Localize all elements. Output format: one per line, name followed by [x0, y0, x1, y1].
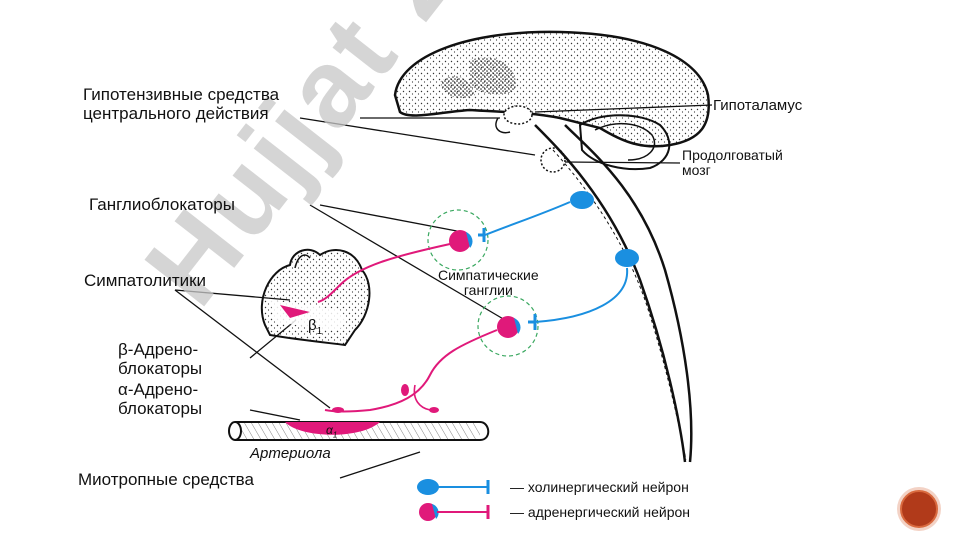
central-antihypertensives-line2: центрального действия [83, 104, 269, 123]
lower-ganglion-outline [477, 295, 539, 357]
ganglionic-blockers-label: Ганглиоблокаторы [89, 195, 235, 214]
beta-blockers-label: β-Адрено- блокаторы [118, 340, 202, 378]
arteriole [228, 421, 490, 441]
alpha-blockers-line1: α-Адрено- [118, 380, 199, 399]
central-antihypertensives-line1: Гипотензивные средства [83, 85, 280, 104]
alpha1-receptor-label: α1 [326, 424, 337, 439]
legend-adrenergic: — адренергический нейрон [510, 504, 691, 520]
alpha-blockers-line2: блокаторы [118, 399, 203, 418]
alpha-blockers-label: α-Адрено- блокаторы [118, 380, 202, 418]
brain [393, 30, 710, 463]
legend-symbols [417, 479, 490, 521]
medulla-line1: Продолговатый [682, 147, 783, 163]
sympathetic-ganglia-line2: ганглии [463, 282, 513, 298]
medulla-label: Продолговатый мозг [682, 148, 783, 178]
alpha1-symbol: α [326, 423, 333, 437]
beta-blockers-line2: блокаторы [118, 359, 203, 378]
sympatholytics-label: Симпатолитики [84, 271, 207, 290]
sympathetic-ganglia-label: Симпатические ганглии [438, 268, 539, 298]
heart [260, 248, 371, 347]
legend-cholinergic: — холинергический нейрон [510, 479, 689, 495]
arteriole-label: Артериола [250, 445, 331, 462]
adrenergic-neurons [317, 230, 521, 413]
central-antihypertensives-label: Гипотензивные средства центрального дейс… [83, 85, 279, 123]
sympathetic-ganglia-line1: Симпатические [438, 267, 539, 283]
beta1-subscript: 1 [316, 326, 323, 337]
page-number-badge [900, 490, 938, 528]
medulla-line2: мозг [682, 162, 711, 178]
myotropic-label: Миотропные средства [78, 470, 254, 489]
cholinergic-neurons [478, 191, 639, 330]
alpha1-subscript: 1 [332, 430, 338, 440]
beta1-receptor-label: β1 [308, 318, 322, 337]
upper-ganglion-outline [427, 209, 489, 271]
beta-blockers-line1: β-Адрено- [118, 340, 199, 359]
beta1-symbol: β [308, 317, 317, 334]
hypothalamus-label: Гипоталамус [713, 97, 803, 114]
